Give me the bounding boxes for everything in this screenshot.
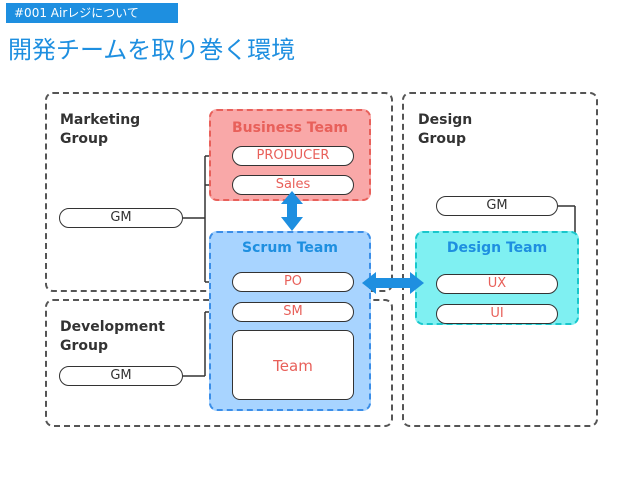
producer-role: PRODUCER [232, 146, 354, 166]
po-role: PO [232, 272, 354, 292]
ux-role: UX [436, 274, 558, 294]
page-title: 開発チームを取り巻く環境 [8, 36, 296, 64]
section-tag: #001 Airレジについて [6, 3, 178, 23]
design-group-box [402, 92, 598, 427]
design-team-label: Design Team [446, 240, 548, 256]
sm-role: SM [232, 302, 354, 322]
business-team-label: Business Team [232, 120, 348, 136]
vertical-double-arrow-icon [281, 191, 303, 231]
development-gm-role: GM [59, 366, 183, 386]
marketing-gm-role: GM [59, 208, 183, 228]
design-group-label: Design Group [418, 112, 473, 147]
horizontal-double-arrow-icon [362, 272, 424, 294]
scrum-team-label: Scrum Team [242, 240, 338, 256]
marketing-group-label: Marketing Group [60, 112, 141, 147]
ui-role: UI [436, 304, 558, 324]
design-gm-role: GM [436, 196, 558, 216]
development-group-label: Development Group [60, 319, 165, 354]
team-box: Team [232, 330, 354, 400]
